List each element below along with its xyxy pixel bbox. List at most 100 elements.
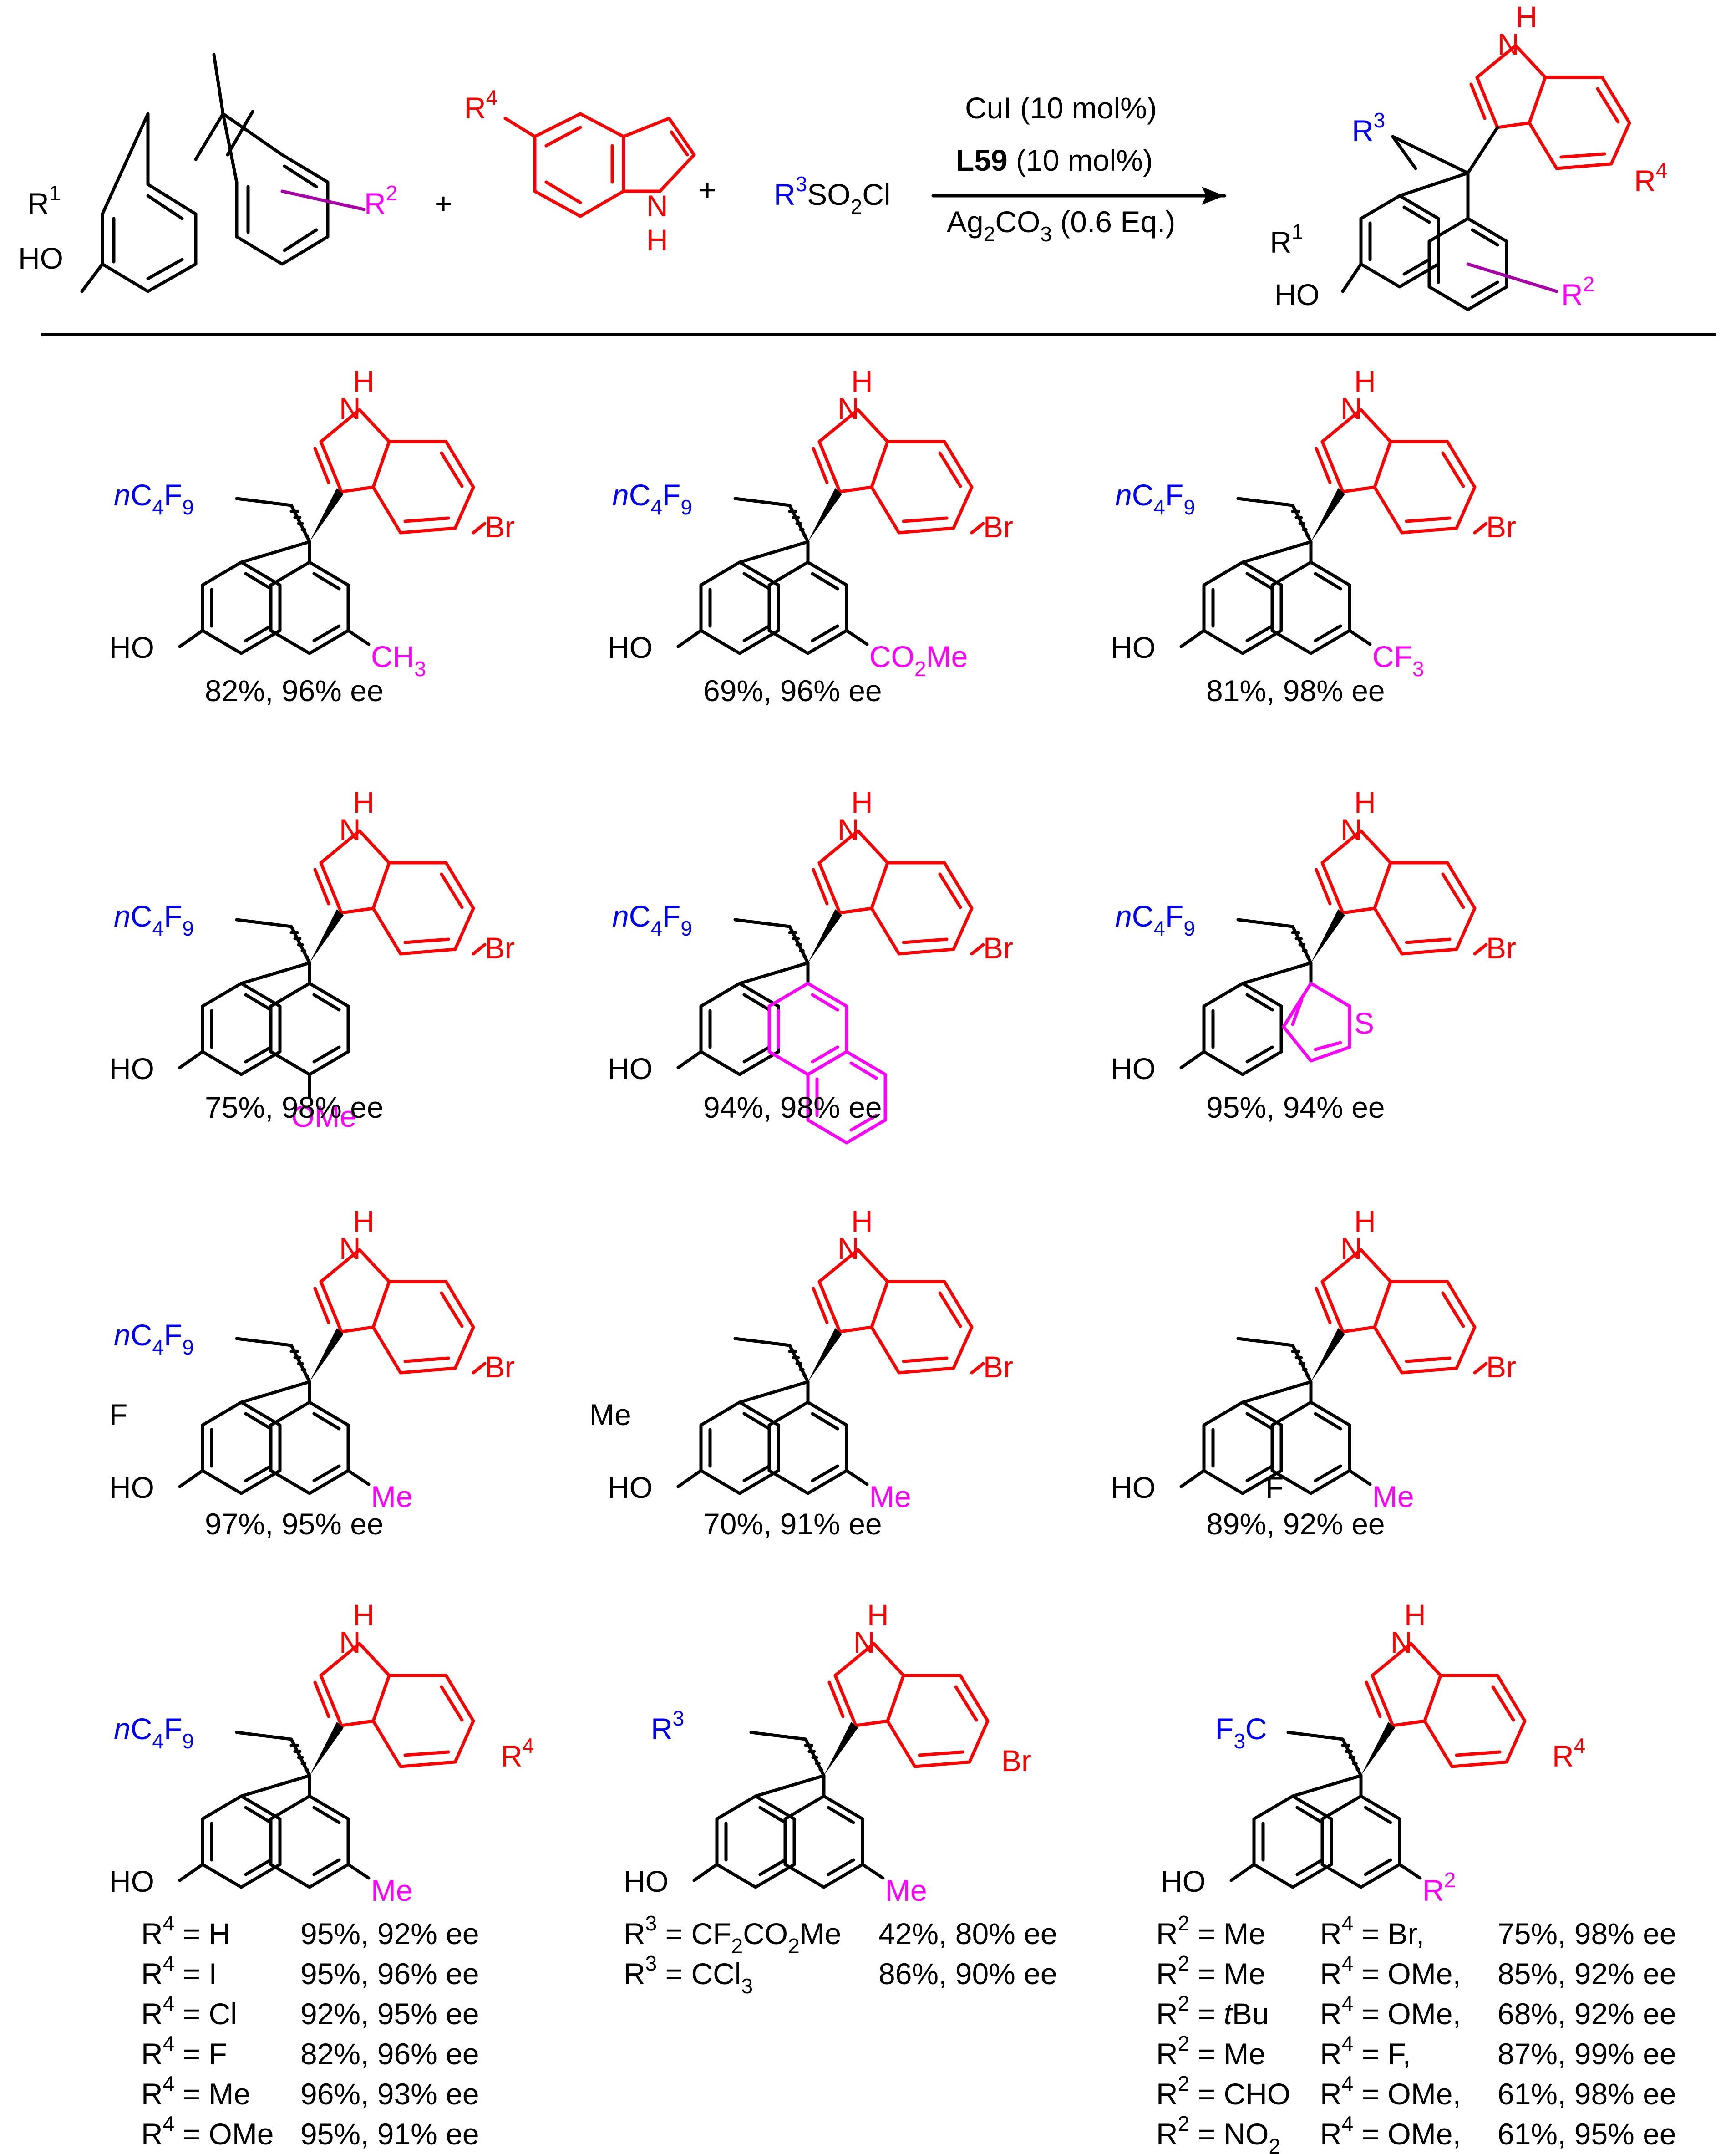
indole-n: N xyxy=(1391,1625,1412,1659)
para-substituent: CH3 xyxy=(371,640,426,681)
methoxy-label: OMe xyxy=(291,1100,356,1133)
yield-ee: 85%, 92% ee xyxy=(1497,1957,1676,1991)
indole-n: N xyxy=(838,392,859,425)
r2-value: R2 = Me xyxy=(1156,1951,1265,1991)
indole-n: N xyxy=(646,189,668,223)
product-general: N H R3 R1 HO R2 R4 xyxy=(1270,0,1667,311)
r3-value: R3 = CCl3 xyxy=(624,1951,753,1998)
yield-ee: 95%, 92% ee xyxy=(300,1917,479,1950)
indole-n: N xyxy=(853,1625,875,1659)
r2-value: R2 = NO2 xyxy=(1156,2112,1280,2154)
yield-ee: 95%, 91% ee xyxy=(300,2117,479,2151)
r2-label: R xyxy=(364,187,386,220)
hydroxy-label: HO xyxy=(624,1864,669,1898)
bromo-label: Br xyxy=(485,931,515,965)
methyl-label: Me xyxy=(1372,1480,1414,1513)
methyl-label: Me xyxy=(869,1480,911,1513)
bromo-label: Br xyxy=(1486,510,1516,544)
bromo-label: Br xyxy=(1486,1350,1516,1384)
indole-n: N xyxy=(339,1232,361,1265)
perfluorobutyl-label: nC4F9 xyxy=(114,1318,194,1359)
indole-h: H xyxy=(1404,1598,1426,1632)
svg-text:R4: R4 xyxy=(1634,158,1667,198)
indole-h: H xyxy=(1354,785,1376,819)
perfluorobutyl-label: nC4F9 xyxy=(612,899,692,940)
trifluoromethyl-label: F3C xyxy=(1215,1712,1267,1753)
reactant-1-diarylethylene: R1 HO R2 xyxy=(18,53,397,293)
indole-n: N xyxy=(1340,392,1362,425)
hydroxy-label: HO xyxy=(608,1052,653,1085)
fluoro-label: F xyxy=(1265,1471,1284,1504)
indole-n: N xyxy=(1340,813,1362,846)
indole-h: H xyxy=(851,1204,873,1238)
perfluorobutyl-label: nC4F9 xyxy=(114,1712,194,1753)
indole-h: H xyxy=(867,1598,889,1632)
yield-ee: 82%, 96% ee xyxy=(300,2037,479,2071)
indole-h: H xyxy=(353,1598,375,1632)
yield-ee: 75%, 98% ee xyxy=(1497,1917,1676,1950)
svg-text:R4: R4 xyxy=(464,86,497,125)
indole-n: N xyxy=(339,392,361,425)
yield-ee: 89%, 92% ee xyxy=(1206,1507,1385,1541)
thiophene-s: S xyxy=(1354,1006,1374,1040)
product-ho: HO xyxy=(1274,278,1320,311)
yield-ee: 70%, 91% ee xyxy=(703,1507,882,1541)
plus-sign-2: + xyxy=(699,173,716,207)
methyl-label: Me xyxy=(885,1874,927,1907)
r4-value: R4 = OMe, xyxy=(1320,2112,1461,2151)
bromo-label: Br xyxy=(485,510,515,544)
indole-h: H xyxy=(1354,1204,1376,1238)
indole-h: H xyxy=(646,223,668,257)
indole-h: H xyxy=(1354,364,1376,398)
bromo-label: Br xyxy=(1001,1744,1031,1777)
reactant-2-indole: R4 N H xyxy=(464,86,696,257)
svg-text:R3: R3 xyxy=(1352,108,1385,148)
yield-ee: 61%, 98% ee xyxy=(1497,2077,1676,2111)
svg-text:R2: R2 xyxy=(364,181,397,220)
ligand-l59: L59 xyxy=(956,143,1008,177)
methyl-ring-label: Me xyxy=(589,1398,631,1431)
r4-label: R4 xyxy=(1552,1734,1585,1773)
product-r1: R xyxy=(1270,225,1292,259)
para-substituent: CF3 xyxy=(1372,640,1424,681)
svg-text:R1: R1 xyxy=(27,181,61,220)
indole-n: N xyxy=(339,1625,361,1659)
bromo-label: Br xyxy=(1486,931,1516,965)
r4-value: R4 = OMe, xyxy=(1320,1951,1461,1991)
yield-ee: 94%, 98% ee xyxy=(703,1090,882,1124)
indole-n: N xyxy=(1340,1232,1362,1265)
bromo-label: Br xyxy=(485,1350,515,1384)
hydroxy-label: HO xyxy=(1161,1864,1206,1898)
methyl-label: Me xyxy=(371,1480,413,1513)
r2-value: R2 = Me xyxy=(1156,2032,1265,2071)
fluoro-label: F xyxy=(109,1398,127,1431)
hydroxy-label: HO xyxy=(109,1471,154,1504)
r1-label: R xyxy=(27,187,49,220)
r4-value: R4 = F xyxy=(141,2032,227,2071)
yield-ee: 69%, 96% ee xyxy=(703,674,882,708)
indole-h: H xyxy=(353,364,375,398)
hydroxy-label: HO xyxy=(109,1052,154,1085)
yield-ee: 96%, 93% ee xyxy=(300,2077,479,2111)
hydroxy-label: HO xyxy=(608,631,653,664)
sulfonyl-chloride: R3SO2Cl xyxy=(774,172,891,219)
r4-value: R4 = Me xyxy=(141,2072,250,2111)
indole-h: H xyxy=(353,1204,375,1238)
hydroxy-label: HO xyxy=(1111,631,1156,664)
r3-value: R3 = CF2CO2Me xyxy=(624,1911,841,1958)
r4-value: R4 = H xyxy=(141,1911,230,1950)
hydroxy-label: HO xyxy=(1111,1052,1156,1085)
hydroxy-label: HO xyxy=(1111,1471,1156,1504)
conditions-line2: L59 (10 mol%) xyxy=(956,143,1153,177)
product-r4: R xyxy=(1634,164,1656,198)
yield-ee: 97%, 95% ee xyxy=(205,1507,384,1541)
r4-value: R4 = OMe xyxy=(141,2112,274,2151)
